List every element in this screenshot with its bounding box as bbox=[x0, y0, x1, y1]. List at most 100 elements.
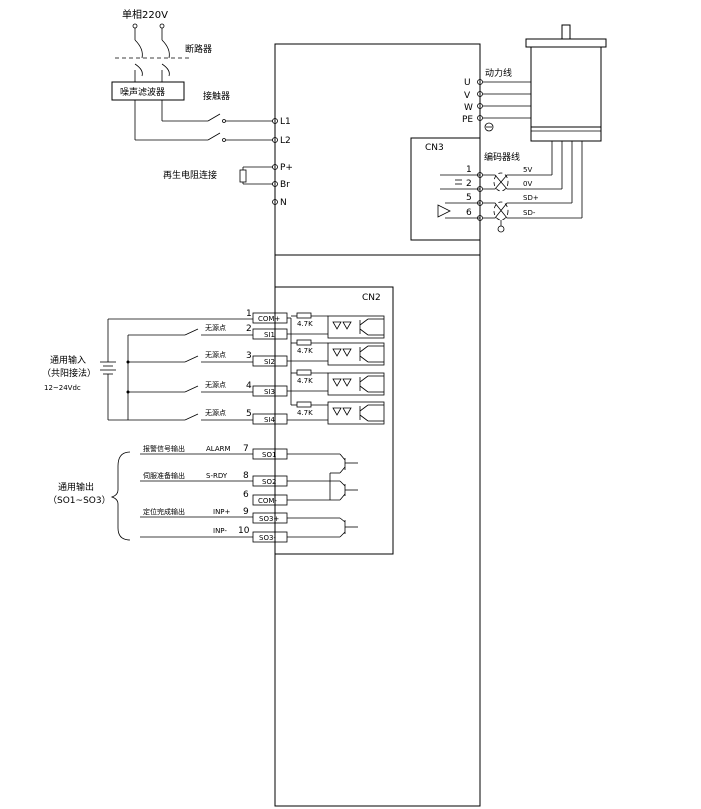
output-so2-desc: 伺服准备输出 bbox=[143, 471, 185, 480]
input-optocouplers: 4.7K 4.7K 4.7K bbox=[287, 312, 385, 425]
terminal-l2 bbox=[272, 137, 278, 143]
resistor-value-1: 4.7K bbox=[297, 320, 313, 328]
shield-ground-icon bbox=[497, 225, 505, 233]
resistor-value-2: 4.7K bbox=[297, 347, 313, 355]
pin-1: 1 bbox=[246, 309, 252, 319]
pin-7: 7 bbox=[243, 444, 249, 454]
pin-2: 2 bbox=[246, 324, 252, 334]
encoder-line-label: 编码器线 bbox=[484, 151, 520, 163]
output-so3-signal-plus: INP+ bbox=[213, 508, 231, 516]
l2-label: L2 bbox=[280, 136, 291, 146]
output-transistors bbox=[287, 453, 358, 538]
output-so1-desc: 报警信号输出 bbox=[143, 444, 185, 453]
cn3-connector: CN3 编码器线 1 2 5 6 5V 0V bbox=[410, 137, 583, 241]
signal-0v: 0V bbox=[523, 180, 532, 188]
cn3-pin-2: 2 bbox=[466, 179, 472, 189]
contact-label-si3: 无源点 bbox=[205, 380, 226, 389]
cn2-box bbox=[274, 286, 394, 555]
contactor-label: 接触器 bbox=[203, 90, 230, 102]
cn2-label: CN2 bbox=[362, 293, 381, 303]
output-group: 通用输出 （SO1~SO3） 报警信号输出 ALARM 7 SO1 伺服准备输出… bbox=[48, 444, 288, 543]
signal-sd-minus: SD- bbox=[523, 209, 536, 217]
contactor: 接触器 bbox=[135, 90, 273, 142]
input-group-label: 通用输入 bbox=[50, 354, 86, 366]
supply-label: 单相220V bbox=[122, 8, 168, 21]
main-terminals: L1 L2 P+ Br N bbox=[272, 117, 293, 208]
terminal-u-label: U bbox=[464, 78, 471, 88]
optocoupler-icon bbox=[327, 372, 385, 396]
pin-8: 8 bbox=[243, 471, 249, 481]
circuit-breaker: 断路器 bbox=[115, 39, 212, 82]
cn3-pin-6: 6 bbox=[466, 208, 472, 218]
cn3-label: CN3 bbox=[425, 143, 444, 153]
motor-housing bbox=[530, 46, 602, 128]
terminal-l1 bbox=[272, 118, 278, 124]
resistor-icon bbox=[296, 312, 312, 319]
pin-9: 9 bbox=[243, 507, 249, 517]
motor-shaft bbox=[561, 24, 571, 40]
resistor-icon bbox=[296, 369, 312, 376]
power-supply: 单相220V bbox=[122, 8, 168, 40]
optocoupler-icon bbox=[327, 401, 385, 425]
regen-resistor: 再生电阻连接 bbox=[163, 166, 273, 185]
pin-com-plus-name: COM+ bbox=[258, 315, 280, 323]
output-brace bbox=[110, 451, 131, 541]
optocoupler-icon bbox=[327, 342, 385, 366]
l1-label: L1 bbox=[280, 117, 291, 127]
pin-5: 5 bbox=[246, 409, 252, 419]
resistor-value-4: 4.7K bbox=[297, 409, 313, 417]
regen-label: 再生电阻连接 bbox=[163, 169, 217, 181]
signal-5v: 5V bbox=[523, 166, 532, 174]
pin-6: 6 bbox=[243, 490, 249, 500]
breaker-label: 断路器 bbox=[185, 43, 212, 55]
filter-label: 噪声滤波器 bbox=[120, 86, 165, 98]
ground-icon bbox=[484, 122, 494, 132]
servo-driver-body bbox=[274, 43, 481, 807]
noise-filter-box bbox=[111, 81, 185, 101]
output-so3-signal-minus: INP- bbox=[213, 527, 227, 535]
n-label: N bbox=[280, 198, 287, 208]
pin-4: 4 bbox=[246, 381, 252, 391]
cn3-pin-5: 5 bbox=[466, 193, 472, 203]
output-so3-desc: 定位完成输出 bbox=[143, 507, 185, 516]
output-range-label: （SO1~SO3） bbox=[48, 495, 111, 506]
contact-label-si2: 无源点 bbox=[205, 350, 226, 359]
pin-3: 3 bbox=[246, 351, 252, 361]
servo-motor bbox=[525, 24, 607, 142]
output-group-label: 通用输出 bbox=[58, 481, 94, 493]
output-so1-signal: ALARM bbox=[206, 445, 231, 453]
pin-so2-name: SO2 bbox=[262, 478, 276, 486]
resistor-icon bbox=[296, 401, 312, 408]
cn3-transceiver-icon bbox=[437, 204, 451, 218]
pin-si2-name: SI2 bbox=[264, 358, 275, 366]
input-wiring-label: （共阳接法） bbox=[42, 367, 96, 379]
signal-sd-plus: SD+ bbox=[523, 194, 539, 202]
contact-label-si1: 无源点 bbox=[205, 323, 226, 332]
terminal-n bbox=[272, 199, 278, 205]
resistor-value-3: 4.7K bbox=[297, 377, 313, 385]
pin-si3-name: SI3 bbox=[264, 388, 275, 396]
contact-label-si4: 无源点 bbox=[205, 408, 226, 417]
p-label: P+ bbox=[280, 163, 293, 173]
resistor-icon bbox=[296, 339, 312, 346]
pin-so3-minus-name: SO3- bbox=[259, 534, 276, 542]
motor-power-line: 动力线 U V W PE bbox=[462, 67, 531, 132]
pin-so1-name: SO1 bbox=[262, 451, 276, 459]
pin-so3-plus-name: SO3+ bbox=[259, 515, 279, 523]
br-label: Br bbox=[280, 180, 290, 190]
motor-encoder-housing bbox=[530, 126, 602, 142]
cn3-pin-1: 1 bbox=[466, 165, 472, 175]
pin-si4-box bbox=[252, 413, 288, 425]
input-pins: 1 COM+ 2 SI1 3 SI2 4 SI3 5 SI4 bbox=[246, 309, 288, 425]
pin-si4-name: SI4 bbox=[264, 416, 276, 424]
optocoupler-icon bbox=[327, 315, 385, 339]
terminal-w-label: W bbox=[464, 103, 473, 113]
terminal-v-label: V bbox=[464, 91, 471, 101]
input-voltage-label: 12~24Vdc bbox=[44, 384, 81, 392]
noise-filter: 噪声滤波器 bbox=[111, 81, 185, 140]
terminal-pe-label: PE bbox=[462, 115, 473, 125]
power-line-label: 动力线 bbox=[485, 67, 512, 79]
input-group: 通用输入 （共阳接法） 12~24Vdc 无源点 无源点 无源点 无源点 bbox=[42, 318, 253, 421]
output-so2-signal: S-RDY bbox=[206, 472, 228, 480]
